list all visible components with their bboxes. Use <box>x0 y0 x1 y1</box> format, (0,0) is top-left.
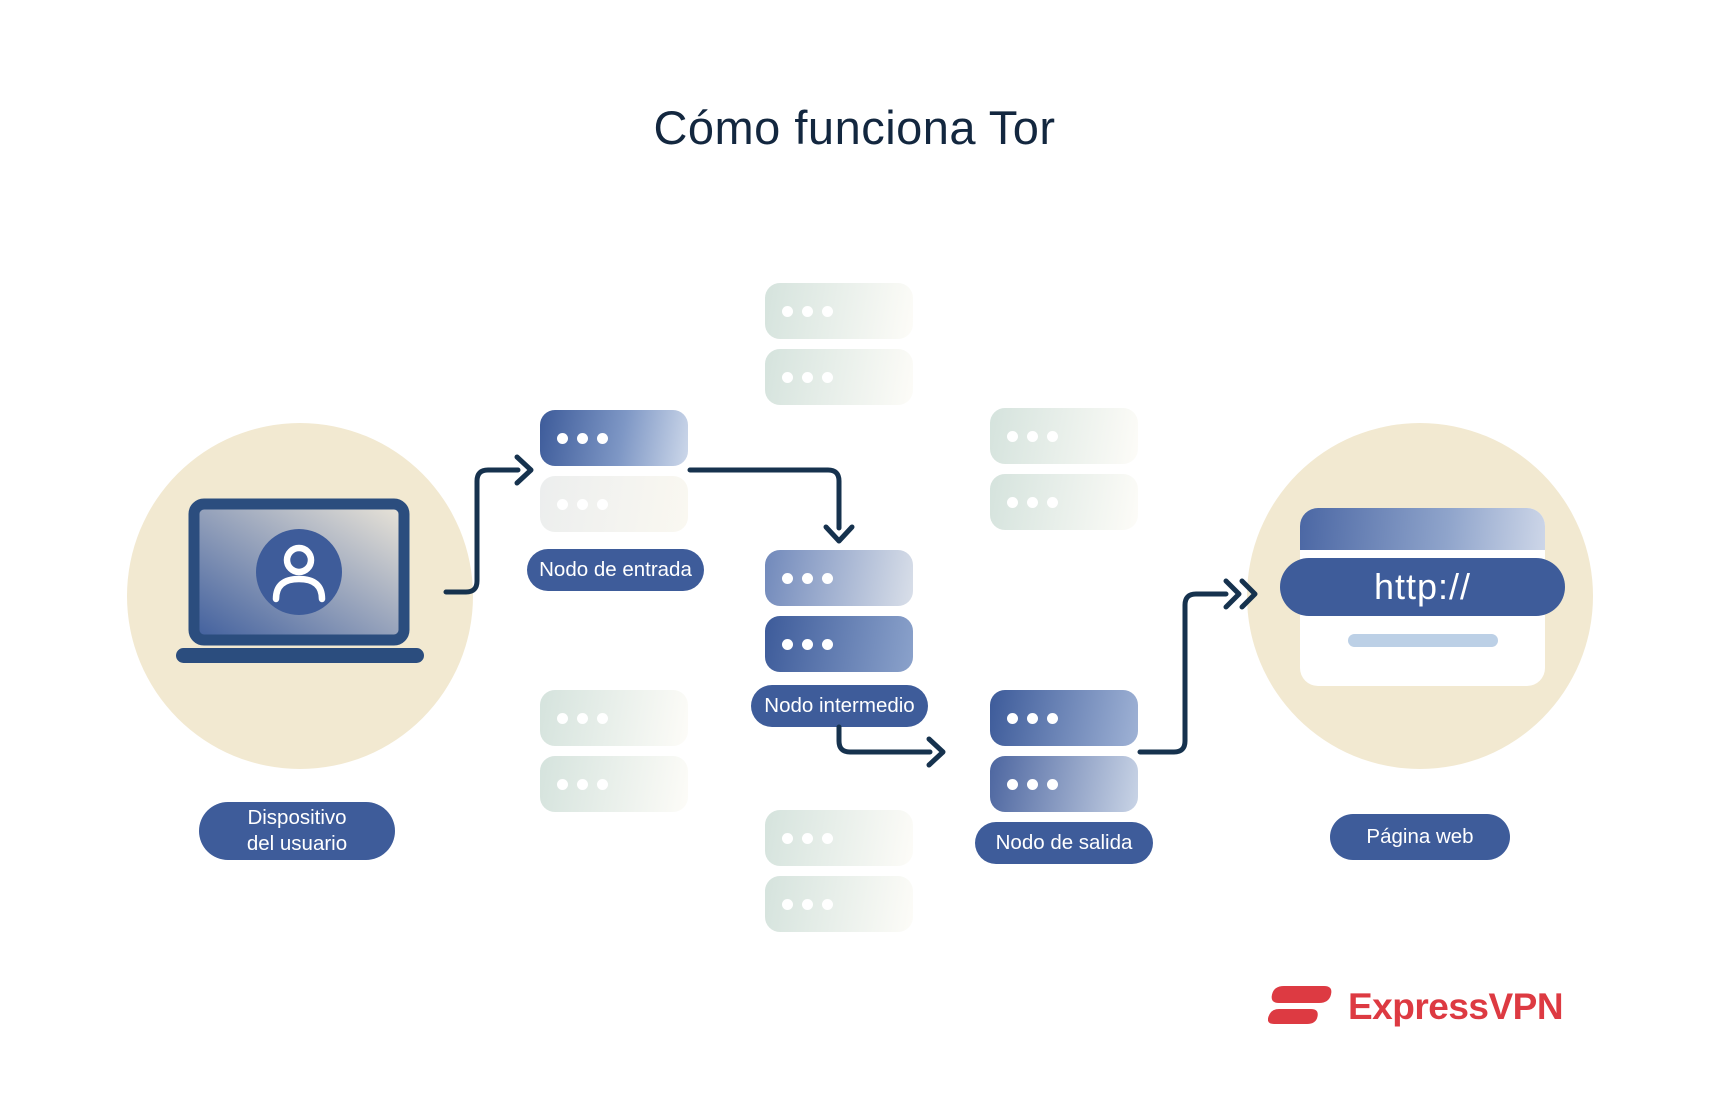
server-shelf <box>540 476 688 532</box>
expressvpn-logo: ExpressVPN <box>1268 982 1564 1032</box>
server-shelf <box>990 408 1138 464</box>
webpage-label-pill: Página web <box>1330 814 1510 860</box>
relay-server-icon <box>990 408 1138 530</box>
server-shelf <box>990 756 1138 812</box>
server-shelf <box>765 810 913 866</box>
webpage-label-text: Página web <box>1366 825 1474 849</box>
server-shelf <box>765 550 913 606</box>
page-title: Cómo funciona Tor <box>653 101 1056 154</box>
device-label-line1: Dispositivo <box>247 806 347 830</box>
browser-header-bar <box>1300 508 1545 550</box>
server-shelf <box>540 410 688 466</box>
arrow-middle-to-exit <box>836 724 933 755</box>
expressvpn-wordmark: ExpressVPN <box>1348 986 1564 1027</box>
entry-node-server-icon <box>540 410 688 532</box>
server-shelf <box>540 756 688 812</box>
arrowhead-middle <box>823 524 855 544</box>
relay-server-icon <box>765 283 913 405</box>
server-shelf <box>765 283 913 339</box>
arrowhead-webpage-1 <box>1223 578 1242 610</box>
expressvpn-logo-icon <box>1268 986 1332 1024</box>
user-avatar-icon <box>256 529 342 615</box>
browser-content-bar <box>1348 634 1498 647</box>
middle-node-server-icon <box>765 550 913 672</box>
arrowhead-entry <box>514 454 534 486</box>
server-shelf <box>765 876 913 932</box>
server-shelf <box>765 349 913 405</box>
device-label-pill: Dispositivo del usuario <box>199 802 395 860</box>
url-text: http:// <box>1373 566 1472 607</box>
server-shelf <box>765 616 913 672</box>
url-pill: http:// <box>1280 558 1565 616</box>
device-label-line2: del usuario <box>246 832 348 855</box>
server-shelf <box>540 690 688 746</box>
entry-node-label: Nodo de entrada <box>527 549 704 591</box>
arrow-entry-to-middle <box>687 467 842 531</box>
server-shelf <box>990 690 1138 746</box>
relay-server-icon <box>765 810 913 932</box>
exit-node-server-icon <box>990 690 1138 812</box>
arrow-exit-to-webpage <box>1137 591 1229 755</box>
middle-node-label-text: Nodo intermedio <box>764 694 915 718</box>
entry-node-label-text: Nodo de entrada <box>539 558 692 582</box>
laptop-icon <box>176 498 424 663</box>
arrowhead-exit <box>926 736 946 768</box>
exit-node-label-text: Nodo de salida <box>995 831 1133 855</box>
relay-server-icon <box>540 690 688 812</box>
browser-window: http:// <box>1280 508 1565 686</box>
server-shelf <box>990 474 1138 530</box>
middle-node-label: Nodo intermedio <box>751 685 928 727</box>
exit-node-label: Nodo de salida <box>975 822 1153 864</box>
